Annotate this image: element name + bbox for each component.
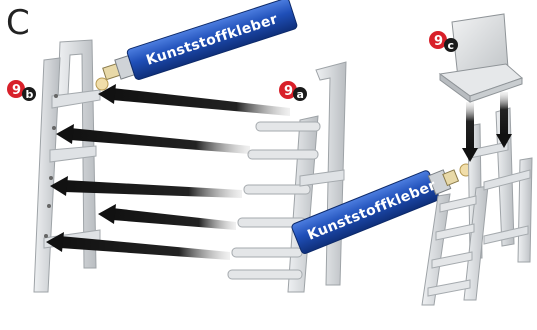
svg-text:a: a xyxy=(297,88,304,101)
arrow-icon xyxy=(112,88,290,116)
left-ladder-frame xyxy=(34,40,100,292)
section-letter: C xyxy=(6,3,30,43)
svg-text:b: b xyxy=(26,88,34,101)
svg-text:9: 9 xyxy=(12,83,21,98)
glue-tube-top: Kunststoffkleber xyxy=(96,0,298,90)
svg-text:c: c xyxy=(448,39,455,52)
step-badge-9a: 9 a xyxy=(279,81,307,101)
chair-seat-icon xyxy=(440,14,522,102)
svg-text:9: 9 xyxy=(434,34,443,49)
ladder-frame-icon xyxy=(422,108,532,305)
right-chair-assembly xyxy=(422,14,532,305)
arrow-icon xyxy=(466,102,474,150)
arrow-icon xyxy=(70,128,250,154)
arrow-icon xyxy=(500,92,508,136)
step-badge-9b: 9 b xyxy=(7,80,36,101)
svg-text:9: 9 xyxy=(284,84,293,99)
arrow-icon xyxy=(112,208,236,230)
glue-tube-icon: Kunststoffkleber xyxy=(100,0,298,89)
